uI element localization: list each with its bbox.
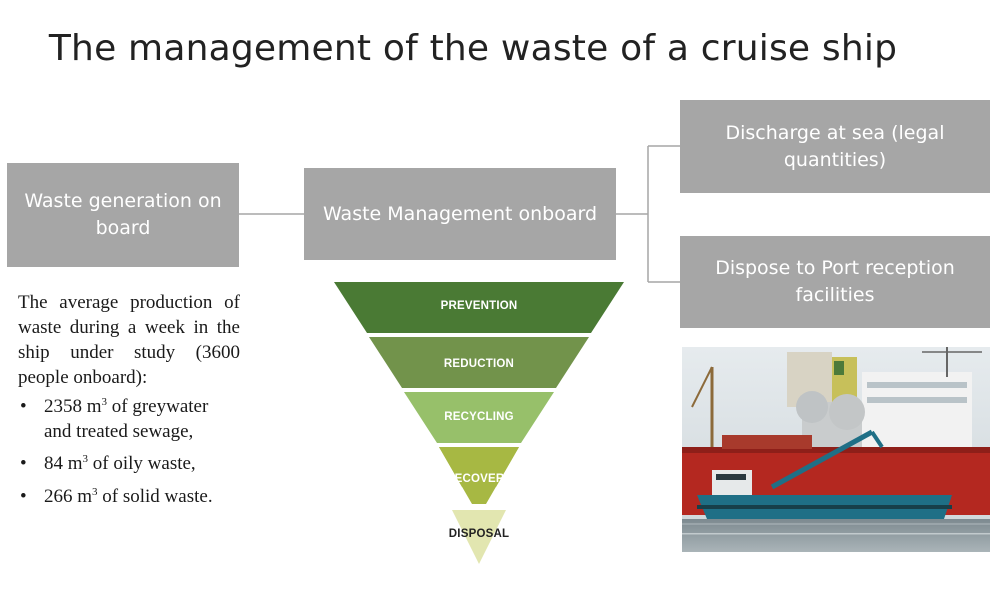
pyramid-level-disposal [452, 510, 506, 564]
waste-management-box: Waste Management onboard [304, 168, 616, 260]
discharge-at-sea-box: Discharge at sea (legal quantities) [680, 100, 990, 193]
item-exponent: 3 [101, 396, 108, 409]
waste-generation-box: Waste generation on board [7, 163, 239, 267]
bullet-icon: • [20, 485, 27, 507]
waste-hierarchy-pyramid: PREVENTION REDUCTION RECYCLING RECOVERY … [334, 282, 624, 564]
waste-generation-label: Waste generation on board [24, 190, 222, 239]
pyramid-label-reduction: REDUCTION [443, 358, 515, 370]
pyramid-level-recycling [404, 392, 554, 443]
statistics-intro: The average production of waste during a… [18, 292, 240, 389]
port-reception-box: Dispose to Port reception facilities [680, 236, 990, 328]
item-text: of solid waste. [102, 485, 213, 507]
pyramid-shapes [334, 282, 624, 564]
item-text: of greywater and treated sewage, [44, 396, 209, 443]
waste-management-label: Waste Management onboard [322, 202, 598, 225]
pyramid-label-recovery: RECOVERY [446, 473, 512, 485]
item-value: 84 [44, 453, 63, 475]
ship-photo-illustration [682, 347, 990, 552]
item-unit: m [86, 396, 102, 418]
port-reception-label: Dispose to Port reception facilities [715, 257, 955, 306]
pyramid-label-recycling: RECYCLING [444, 411, 514, 423]
pyramid-level-reduction [369, 337, 589, 388]
waste-statistics: The average production of waste during a… [18, 290, 240, 516]
pyramid-label-disposal: DISPOSAL [448, 528, 510, 540]
statistics-list: • 2358 m3 of greywater and treated sewag… [18, 394, 240, 508]
statistics-item: • 2358 m3 of greywater and treated sewag… [18, 394, 240, 444]
page-title: The management of the waste of a cruise … [48, 28, 898, 69]
statistics-item: • 266 m3 of solid waste. [18, 484, 240, 509]
item-value: 2358 [44, 396, 82, 418]
pyramid-label-prevention: PREVENTION [440, 300, 518, 312]
pyramid-level-recovery-fill [439, 447, 519, 487]
item-exponent: 3 [92, 485, 98, 498]
item-text: of oily waste, [92, 453, 196, 475]
bullet-icon: • [20, 453, 27, 475]
pyramid-level-prevention [334, 282, 624, 333]
item-exponent: 3 [82, 453, 89, 466]
item-unit: m [77, 485, 93, 507]
bullet-icon: • [20, 396, 27, 418]
ship-photo [682, 347, 990, 552]
item-value: 266 [44, 485, 73, 507]
statistics-item: • 84 m3 of oily waste, [18, 451, 240, 476]
item-unit: m [67, 453, 83, 475]
discharge-at-sea-label: Discharge at sea (legal quantities) [725, 121, 945, 171]
